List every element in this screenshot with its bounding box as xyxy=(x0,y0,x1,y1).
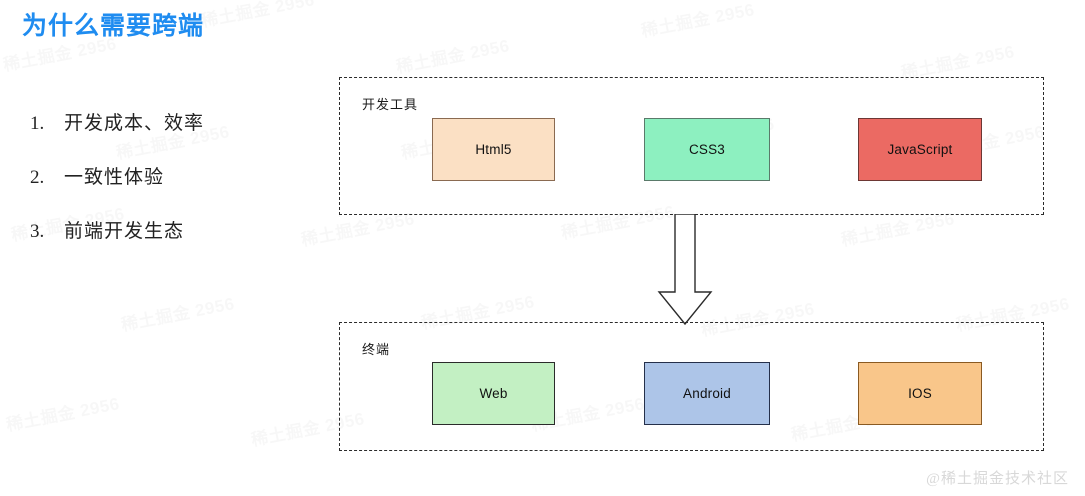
node-javascript[interactable]: JavaScript xyxy=(858,118,982,181)
node-android-label: Android xyxy=(683,386,731,401)
list-item: 1. 开发成本、效率 xyxy=(30,108,204,135)
reasons-list: 1. 开发成本、效率 2. 一致性体验 3. 前端开发生态 xyxy=(30,108,204,270)
node-web-label: Web xyxy=(479,386,508,401)
node-html5-label: Html5 xyxy=(475,142,512,157)
list-item-label: 一致性体验 xyxy=(64,167,165,188)
group-dev-tools-label: 开发工具 xyxy=(362,97,419,112)
down-arrow-icon xyxy=(645,213,725,326)
node-ios-label: IOS xyxy=(908,386,932,401)
group-terminals: 终端 xyxy=(339,322,1044,451)
node-web[interactable]: Web xyxy=(432,362,555,425)
corner-watermark: @稀土掘金技术社区 xyxy=(926,471,1069,487)
list-item-number: 1. xyxy=(30,113,45,134)
page-title: 为什么需要跨端 xyxy=(22,12,205,40)
node-ios[interactable]: IOS xyxy=(858,362,982,425)
node-html5[interactable]: Html5 xyxy=(432,118,555,181)
list-item-label: 前端开发生态 xyxy=(64,221,185,242)
list-item: 3. 前端开发生态 xyxy=(30,216,204,243)
group-terminals-label: 终端 xyxy=(362,342,391,357)
list-item-number: 2. xyxy=(30,167,45,188)
node-css3-label: CSS3 xyxy=(688,142,726,157)
node-javascript-label: JavaScript xyxy=(887,142,953,157)
node-css3[interactable]: CSS3 xyxy=(644,118,770,181)
node-android[interactable]: Android xyxy=(644,362,770,425)
list-item: 2. 一致性体验 xyxy=(30,162,204,189)
list-item-number: 3. xyxy=(30,221,45,242)
list-item-label: 开发成本、效率 xyxy=(64,113,205,134)
